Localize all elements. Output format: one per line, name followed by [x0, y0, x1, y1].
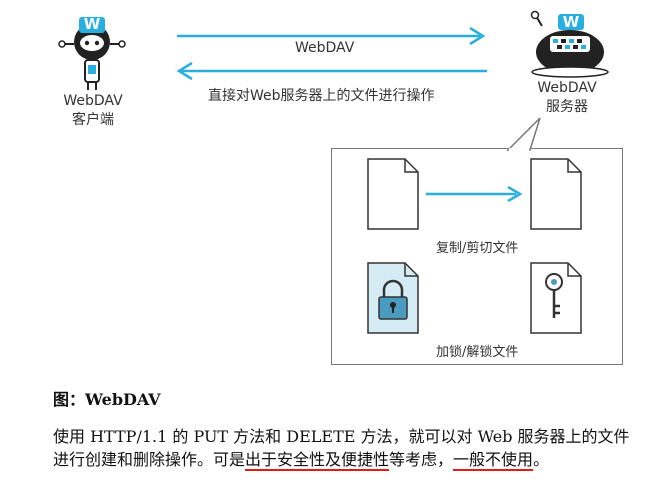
target-document-icon [530, 158, 582, 230]
server-label-line1: WebDAV [537, 80, 597, 96]
paragraph-text-3: 。 [533, 450, 550, 469]
paragraph-text-1: 使用 HTTP/1.1 的 PUT 方法和 DELETE 方法，就可以对 Web… [53, 427, 630, 469]
request-arrow-right [177, 26, 486, 46]
client-robot-icon [58, 17, 126, 90]
paragraph-highlight-2: 一般不使用 [453, 450, 534, 469]
client-label-line1: WebDAV [63, 93, 123, 109]
server-label-line2: 服务器 [546, 99, 588, 115]
callout-pointer [506, 117, 541, 151]
response-arrow-left [176, 61, 487, 81]
arrow-bottom-label: 直接对Web服务器上的文件进行操作 [208, 88, 435, 104]
server-label: WebDAV 服务器 [524, 79, 610, 117]
key-document-icon [530, 262, 582, 334]
arrow-top-label: WebDAV [295, 40, 355, 56]
source-document-icon [367, 158, 419, 230]
client-label-line2: 客户端 [72, 112, 114, 128]
figure-caption: 图：WebDAV [53, 390, 161, 409]
locked-document-icon [367, 262, 419, 334]
paragraph-highlight-1: 出于安全性及便捷性 [245, 450, 390, 469]
server-robot-icon [530, 10, 609, 78]
client-label: WebDAV 客户端 [50, 92, 136, 130]
client-logo-letter: W [83, 15, 101, 33]
server-logo-letter: W [562, 13, 580, 31]
lock-caption: 加锁/解锁文件 [436, 345, 519, 360]
body-paragraph: 使用 HTTP/1.1 的 PUT 方法和 DELETE 方法，就可以对 Web… [53, 425, 633, 471]
paragraph-text-2: 等考虑， [389, 450, 454, 469]
copy-caption: 复制/剪切文件 [436, 241, 519, 256]
copy-arrow-icon [426, 186, 523, 202]
